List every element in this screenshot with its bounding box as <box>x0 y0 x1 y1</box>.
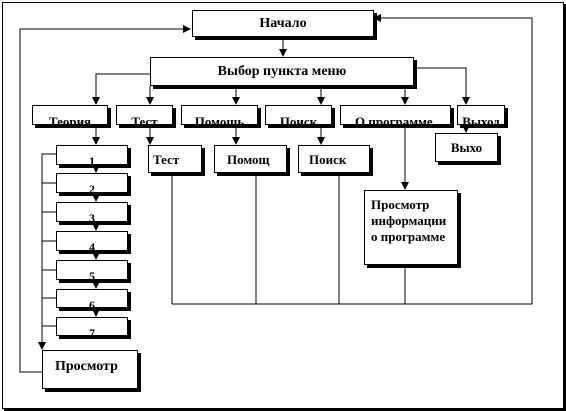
connector-items-bracket <box>41 153 57 345</box>
theory-header-node: Теория <box>32 105 108 125</box>
help-header-node: Помощь <box>181 105 258 125</box>
exit-action-node: Выхо <box>435 133 498 162</box>
theory-item-1: 1 <box>56 145 128 165</box>
help-action-node: Помощ <box>214 145 287 173</box>
connector-bus-return-start <box>172 14 533 305</box>
theory-item-2: 2 <box>56 173 128 193</box>
about-header-label: О программе <box>355 114 433 125</box>
exit-header-node: Выход <box>457 105 505 125</box>
test-header-label: Тест <box>131 114 158 125</box>
search-header-node: Поиск <box>265 105 332 125</box>
theory-item-4-label: 4 <box>89 240 95 251</box>
theory-header-label: Теория <box>48 114 92 125</box>
connector-menu-theory <box>92 73 150 105</box>
theory-item-4: 4 <box>56 231 128 251</box>
theory-item-3-label: 3 <box>89 211 95 222</box>
theory-item-6-label: 6 <box>89 297 95 308</box>
exit-header-label: Выход <box>462 114 500 125</box>
theory-item-7-label: 7 <box>89 325 95 336</box>
connector-menu-exit <box>414 67 470 105</box>
search-header-label: Поиск <box>279 114 318 125</box>
connector-view-loop-start <box>19 25 191 373</box>
theory-item-7: 7 <box>56 317 128 336</box>
theory-item-5: 5 <box>56 260 128 280</box>
theory-item-6: 6 <box>56 289 128 308</box>
test-header-node: Тест <box>116 105 173 125</box>
test-action-node: Тест <box>148 145 202 173</box>
theory-item-5-label: 5 <box>89 269 95 280</box>
about-view-node: Просмотр информации о программе <box>364 190 458 265</box>
theory-item-3: 3 <box>56 202 128 222</box>
theory-item-2-label: 2 <box>89 182 95 193</box>
menu-node: Выбор пункта меню <box>150 57 414 86</box>
help-header-label: Помощь <box>194 114 245 125</box>
theory-item-1-label: 1 <box>89 154 95 165</box>
start-node: Начало <box>192 10 374 37</box>
view-node: Просмотр <box>42 350 138 389</box>
about-header-node: О программе <box>340 105 451 125</box>
search-action-node: Поиск <box>298 145 370 173</box>
